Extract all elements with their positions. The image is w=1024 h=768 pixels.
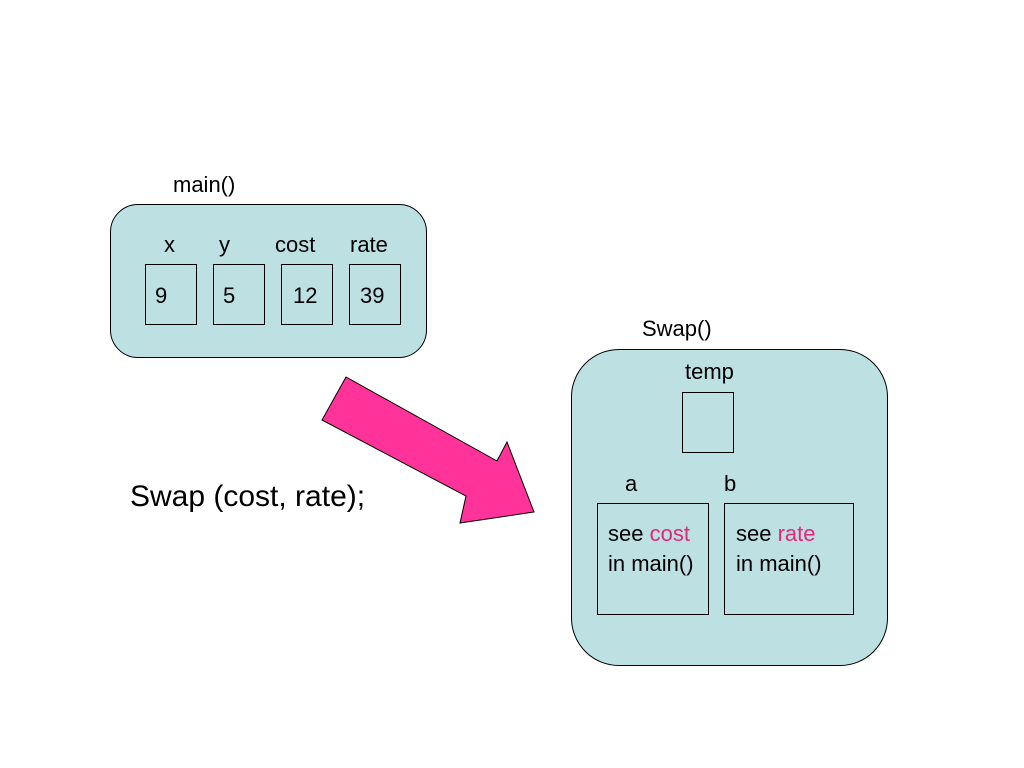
param-b-ref: rate bbox=[777, 521, 816, 546]
param-name-b: b bbox=[724, 471, 737, 496]
temp-name: temp bbox=[685, 359, 734, 384]
swap-frame bbox=[571, 349, 888, 666]
var-value-cost: 12 bbox=[293, 283, 318, 308]
var-cell-x bbox=[145, 264, 197, 325]
param-cell-a bbox=[597, 503, 709, 615]
main-frame-title: main() bbox=[173, 172, 236, 197]
param-b-suffix: in main() bbox=[736, 551, 822, 576]
var-value-x: 9 bbox=[155, 283, 168, 308]
var-cell-cost bbox=[281, 264, 333, 325]
var-value-rate: 39 bbox=[360, 283, 385, 308]
param-text-b: see rate in main() bbox=[736, 519, 822, 579]
swap-frame-title: Swap() bbox=[642, 316, 712, 341]
param-text-a: see cost in main() bbox=[608, 519, 694, 579]
call-arrow-shape bbox=[321, 376, 535, 524]
param-b-prefix: see bbox=[736, 521, 778, 546]
var-name-cost: cost bbox=[275, 232, 316, 257]
main-frame bbox=[110, 204, 427, 358]
param-a-ref: cost bbox=[649, 521, 690, 546]
call-statement: Swap (cost, rate); bbox=[130, 480, 366, 513]
param-name-a: a bbox=[625, 471, 638, 496]
param-cell-b bbox=[724, 503, 854, 615]
var-name-x: x bbox=[164, 232, 175, 257]
var-value-y: 5 bbox=[223, 283, 236, 308]
var-name-y: y bbox=[219, 232, 230, 257]
param-a-suffix: in main() bbox=[608, 551, 694, 576]
var-cell-y bbox=[213, 264, 265, 325]
var-cell-rate bbox=[349, 264, 401, 325]
temp-cell bbox=[682, 392, 734, 453]
param-a-prefix: see bbox=[608, 521, 650, 546]
var-name-rate: rate bbox=[350, 232, 388, 257]
